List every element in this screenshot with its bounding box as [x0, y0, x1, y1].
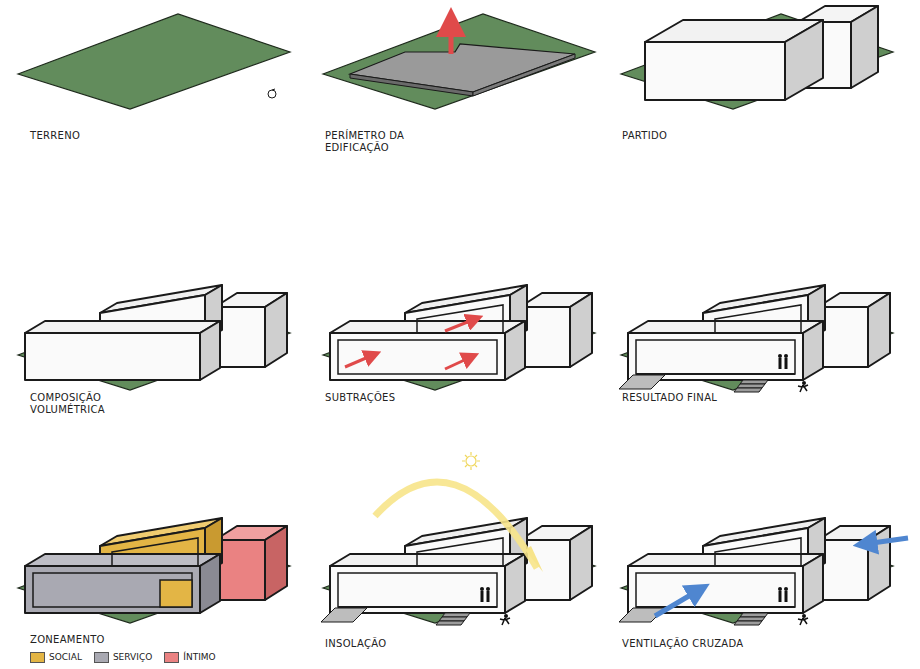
composition-panel [18, 285, 290, 390]
legend-text: ÍNTIMO [183, 652, 215, 663]
panel-caption: ZONEAMENTO [30, 634, 230, 646]
legend-swatch [94, 652, 109, 663]
perimeter-panel [323, 14, 595, 109]
zoning-panel [18, 518, 290, 623]
legend-text: SERVIÇO [113, 652, 152, 663]
partido-panel [621, 6, 893, 109]
panel-caption: TERRENO [30, 130, 230, 142]
ventilation-panel [619, 518, 908, 625]
subtraction-panel [323, 285, 595, 390]
panel-caption: INSOLAÇÃO [325, 638, 525, 650]
panel-caption: RESULTADO FINAL [622, 392, 822, 404]
legend-swatch [164, 652, 179, 663]
panel-caption: SUBTRAÇÕES [325, 392, 525, 404]
panel-caption: COMPOSIÇÃO VOLUMÉTRICA [30, 392, 125, 416]
legend-entry: SOCIAL [30, 652, 82, 663]
panel-caption: PERÍMETRO DA EDIFICAÇÃO [325, 130, 420, 154]
terrain-panel [18, 14, 290, 109]
legend-entry: ÍNTIMO [164, 652, 215, 663]
panel-caption: VENTILAÇÃO CRUZADA [622, 638, 822, 650]
final-panel [619, 285, 893, 392]
panel-caption: PARTIDO [622, 130, 822, 142]
insolation-panel [321, 452, 595, 625]
legend-text: SOCIAL [49, 652, 82, 663]
legend-swatch [30, 652, 45, 663]
legend-entry: SERVIÇO [94, 652, 152, 663]
